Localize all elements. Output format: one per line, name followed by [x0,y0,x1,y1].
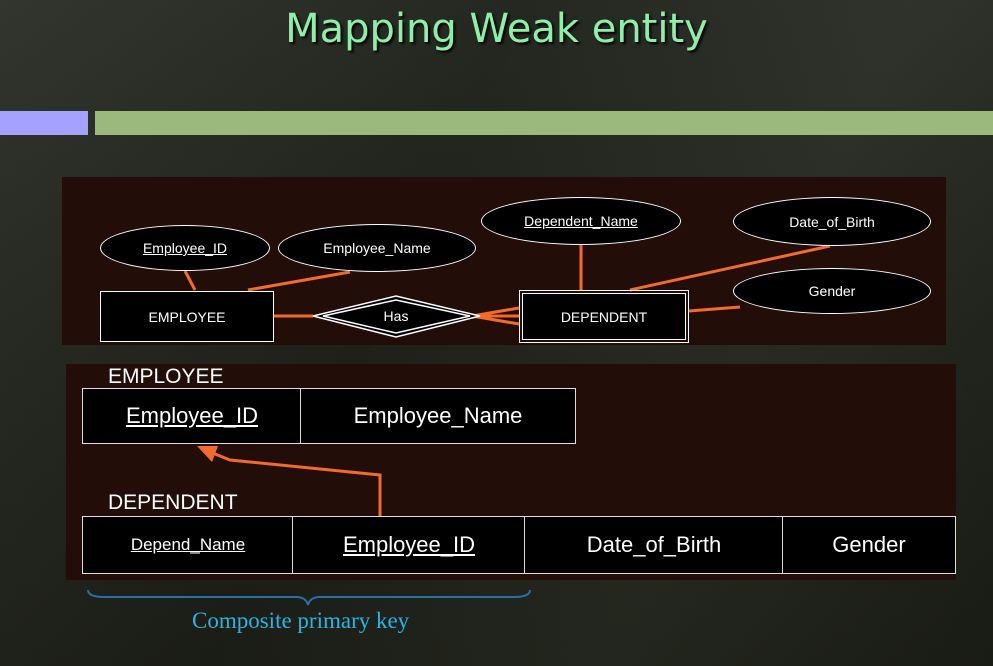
dependent-relation-title: DEPENDENT [108,491,238,514]
dependent-table-date-of-birth: Date_of_Birth [524,516,784,574]
foreign-key-arrow-line [209,450,382,518]
line-employee-name [247,270,351,292]
gender-attribute: Gender [733,268,931,314]
dependent-name-attribute: Dependent_Name [481,197,681,245]
has-relationship-label: Has [383,308,409,324]
dependent-weak-entity: DEPENDENT [519,290,689,343]
date-of-birth-attribute: Date_of_Birth [733,197,931,246]
employee-relation-title: EMPLOYEE [108,365,224,388]
dependent-table-gender: Gender [782,516,956,574]
line-gender [688,305,741,313]
dependent-table-date-of-birth-label: Date_of_Birth [586,532,722,557]
dependent-table-depend-name-label: Depend_Name [130,535,246,554]
employee-entity: EMPLOYEE [100,291,274,342]
employee-name-attribute-label: Employee_Name [323,240,431,256]
slide-title: Mapping Weak entity [285,6,708,52]
dependent-table-employee-id: Employee_ID [292,516,526,574]
dependent-table-depend-name: Depend_Name [82,516,294,574]
employee-table-employee-name: Employee_Name [300,388,576,444]
dependent-table-gender-label: Gender [832,532,906,557]
dependent-entity-label: DEPENDENT [560,308,648,325]
line-employee-id [183,270,197,291]
line-date-of-birth [629,244,831,292]
employee-table-employee-id-label: Employee_ID [125,403,259,428]
employee-table-employee-id: Employee_ID [82,388,302,444]
gender-attribute-label: Gender [808,283,856,299]
employee-id-attribute-label: Employee_ID [142,240,228,256]
accent-bar-right [95,111,993,135]
dependent-table-employee-id-label: Employee_ID [342,532,476,557]
date-of-birth-attribute-label: Date_of_Birth [789,213,875,230]
composite-key-caption: Composite primary key [192,608,410,633]
foreign-key-arrowhead [197,446,218,462]
composite-key-brace [87,589,531,606]
employee-entity-label: EMPLOYEE [148,308,226,325]
employee-table-employee-name-label: Employee_Name [353,403,523,428]
employee-id-attribute: Employee_ID [100,225,270,271]
employee-name-attribute: Employee_Name [278,224,476,272]
accent-bar-left [0,111,88,135]
dependent-name-attribute-label: Dependent_Name [524,213,638,229]
